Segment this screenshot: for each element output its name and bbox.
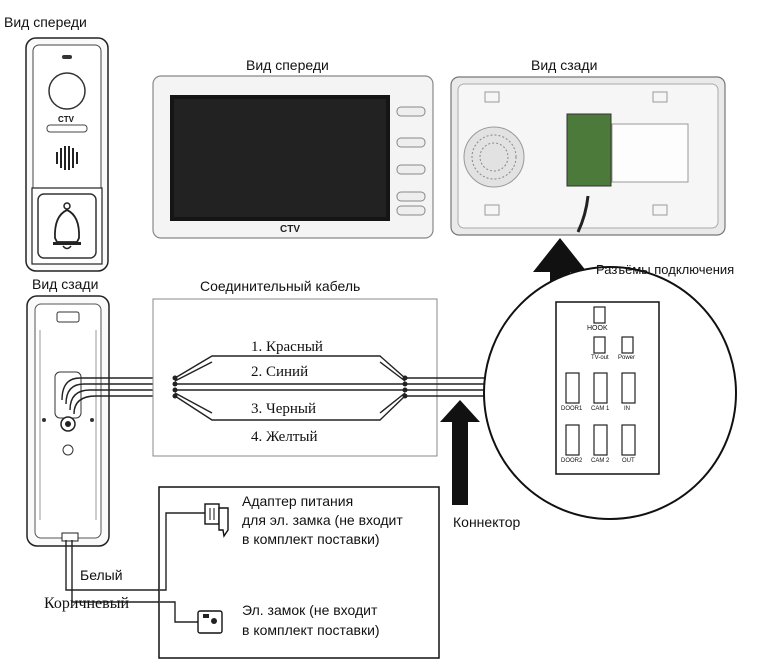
connector-arrow-icon (440, 400, 480, 505)
power-adapter-icon (204, 503, 229, 538)
panel-wires (61, 377, 175, 603)
brown-wire-label: Коричневый (44, 595, 130, 612)
monitor-brand: CTV (280, 224, 300, 235)
port-cam1: CAM 1 (591, 406, 610, 412)
port-in: IN (624, 406, 630, 412)
panel-brand: CTV (58, 115, 74, 124)
port-cam2: CAM 2 (591, 458, 610, 464)
door-panel-front (25, 37, 109, 272)
cable-box (152, 298, 438, 457)
port-door2: DOOR2 (561, 458, 583, 464)
lock-wires (160, 512, 205, 623)
wire-label-red: 1. Красный (251, 339, 323, 355)
adapter-label-line2: для эл. замка (не входит (242, 512, 403, 528)
arrow-up-icon (533, 238, 587, 296)
lock-label-line1: Эл. замок (не входит (242, 602, 378, 618)
port-tvout: TV-out (591, 355, 609, 361)
cable-title: Соединительный кабель (200, 278, 361, 294)
electric-lock-icon (197, 610, 223, 634)
wire-label-black: 3. Черный (251, 401, 317, 417)
door-panel-back (26, 295, 110, 547)
monitor-front: CTV (152, 75, 434, 239)
panel-front-title: Вид спереди (4, 14, 87, 30)
lock-label-line2: в комплект поставки) (242, 622, 380, 638)
monitor-back (450, 76, 726, 236)
connector-label: Коннектор (453, 514, 521, 530)
monitor-back-title: Вид сзади (531, 57, 598, 73)
panel-back-title: Вид сзади (32, 276, 99, 292)
connectors-zoom (483, 266, 737, 520)
wire-label-yellow: 4. Желтый (251, 429, 318, 445)
white-wire-label: Белый (80, 567, 123, 583)
monitor-front-title: Вид спереди (246, 57, 329, 73)
port-door1: DOOR1 (561, 406, 583, 412)
port-power: Power (618, 355, 636, 361)
cable-wires (174, 355, 528, 421)
adapter-label-line1: Адаптер питания (242, 493, 354, 509)
adapter-label-line3: в комплект поставки) (242, 531, 380, 547)
wire-label-blue: 2. Синий (251, 364, 309, 380)
port-out: OUT (622, 458, 635, 464)
connectors-title: Разъёмы подключения (596, 262, 735, 277)
port-hook: HOOK (587, 325, 608, 332)
